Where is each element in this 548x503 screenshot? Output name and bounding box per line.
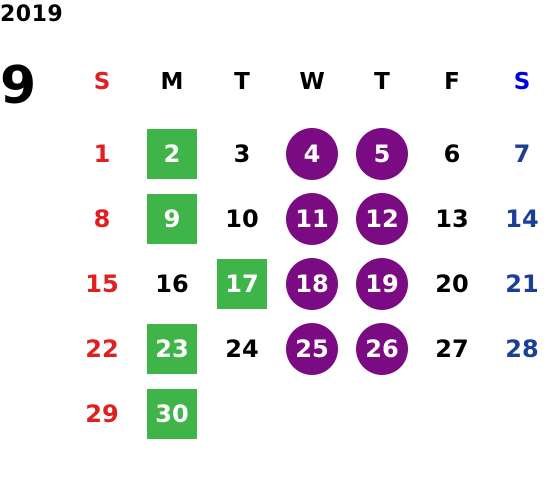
day-cell[interactable]: 22 [67,316,137,381]
day-cell[interactable]: 16 [137,251,207,316]
weekday-header: T [347,56,417,121]
day-cell[interactable]: 11 [277,186,347,251]
day-number: 15 [85,269,119,298]
day-number: 4 [286,127,338,180]
month-label: 9 [0,56,37,116]
day-cell[interactable]: 18 [277,251,347,316]
weekday-header: F [417,56,487,121]
day-number: 21 [505,269,539,298]
day-cell [487,381,548,446]
day-number: 16 [155,269,189,298]
day-cell[interactable]: 6 [417,121,487,186]
day-number: 30 [147,388,197,439]
day-number: 24 [225,334,259,363]
weekday-label: S [93,68,111,95]
weekday-label: W [299,68,325,95]
day-number: 7 [513,139,531,168]
day-number: 18 [286,257,338,310]
day-cell[interactable]: 17 [207,251,277,316]
day-cell [417,381,487,446]
day-cell[interactable]: 26 [347,316,417,381]
day-cell[interactable]: 23 [137,316,207,381]
day-cell[interactable]: 30 [137,381,207,446]
day-cell[interactable]: 24 [207,316,277,381]
weekday-header: M [137,56,207,121]
year-label: 2019 [0,2,64,27]
day-cell [347,381,417,446]
day-number: 20 [435,269,469,298]
day-cell[interactable]: 20 [417,251,487,316]
day-number: 10 [225,204,259,233]
day-number: 17 [217,258,267,309]
day-cell[interactable]: 5 [347,121,417,186]
day-cell[interactable]: 28 [487,316,548,381]
day-cell[interactable]: 13 [417,186,487,251]
day-cell[interactable]: 1 [67,121,137,186]
day-number: 26 [356,322,408,375]
day-cell[interactable]: 19 [347,251,417,316]
day-cell[interactable]: 12 [347,186,417,251]
day-cell [207,381,277,446]
weekday-label: F [444,68,460,95]
day-cell[interactable]: 2 [137,121,207,186]
day-number: 2 [147,128,197,179]
day-number: 6 [443,139,461,168]
weekday-header: S [487,56,548,121]
day-cell[interactable]: 7 [487,121,548,186]
day-cell[interactable]: 4 [277,121,347,186]
weekday-label: T [234,68,250,95]
day-number: 8 [93,204,111,233]
day-number: 9 [147,193,197,244]
day-number: 27 [435,334,469,363]
weekday-header: S [67,56,137,121]
day-cell[interactable]: 3 [207,121,277,186]
day-cell [277,381,347,446]
day-number: 22 [85,334,119,363]
day-cell[interactable]: 21 [487,251,548,316]
day-number: 19 [356,257,408,310]
weekday-label: M [160,68,184,95]
day-number: 11 [286,192,338,245]
weekday-label: S [513,68,531,95]
day-cell[interactable]: 29 [67,381,137,446]
day-number: 29 [85,399,119,428]
weekday-header: W [277,56,347,121]
day-cell[interactable]: 8 [67,186,137,251]
day-number: 5 [356,127,408,180]
day-number: 12 [356,192,408,245]
day-number: 13 [435,204,469,233]
day-number: 1 [93,139,111,168]
weekday-label: T [374,68,390,95]
day-number: 25 [286,322,338,375]
day-cell[interactable]: 25 [277,316,347,381]
day-cell[interactable]: 10 [207,186,277,251]
day-number: 14 [505,204,539,233]
day-cell[interactable]: 14 [487,186,548,251]
day-number: 23 [147,323,197,374]
day-cell[interactable]: 27 [417,316,487,381]
day-cell[interactable]: 9 [137,186,207,251]
day-number: 28 [505,334,539,363]
day-cell[interactable]: 15 [67,251,137,316]
day-number: 3 [233,139,251,168]
weekday-header: T [207,56,277,121]
